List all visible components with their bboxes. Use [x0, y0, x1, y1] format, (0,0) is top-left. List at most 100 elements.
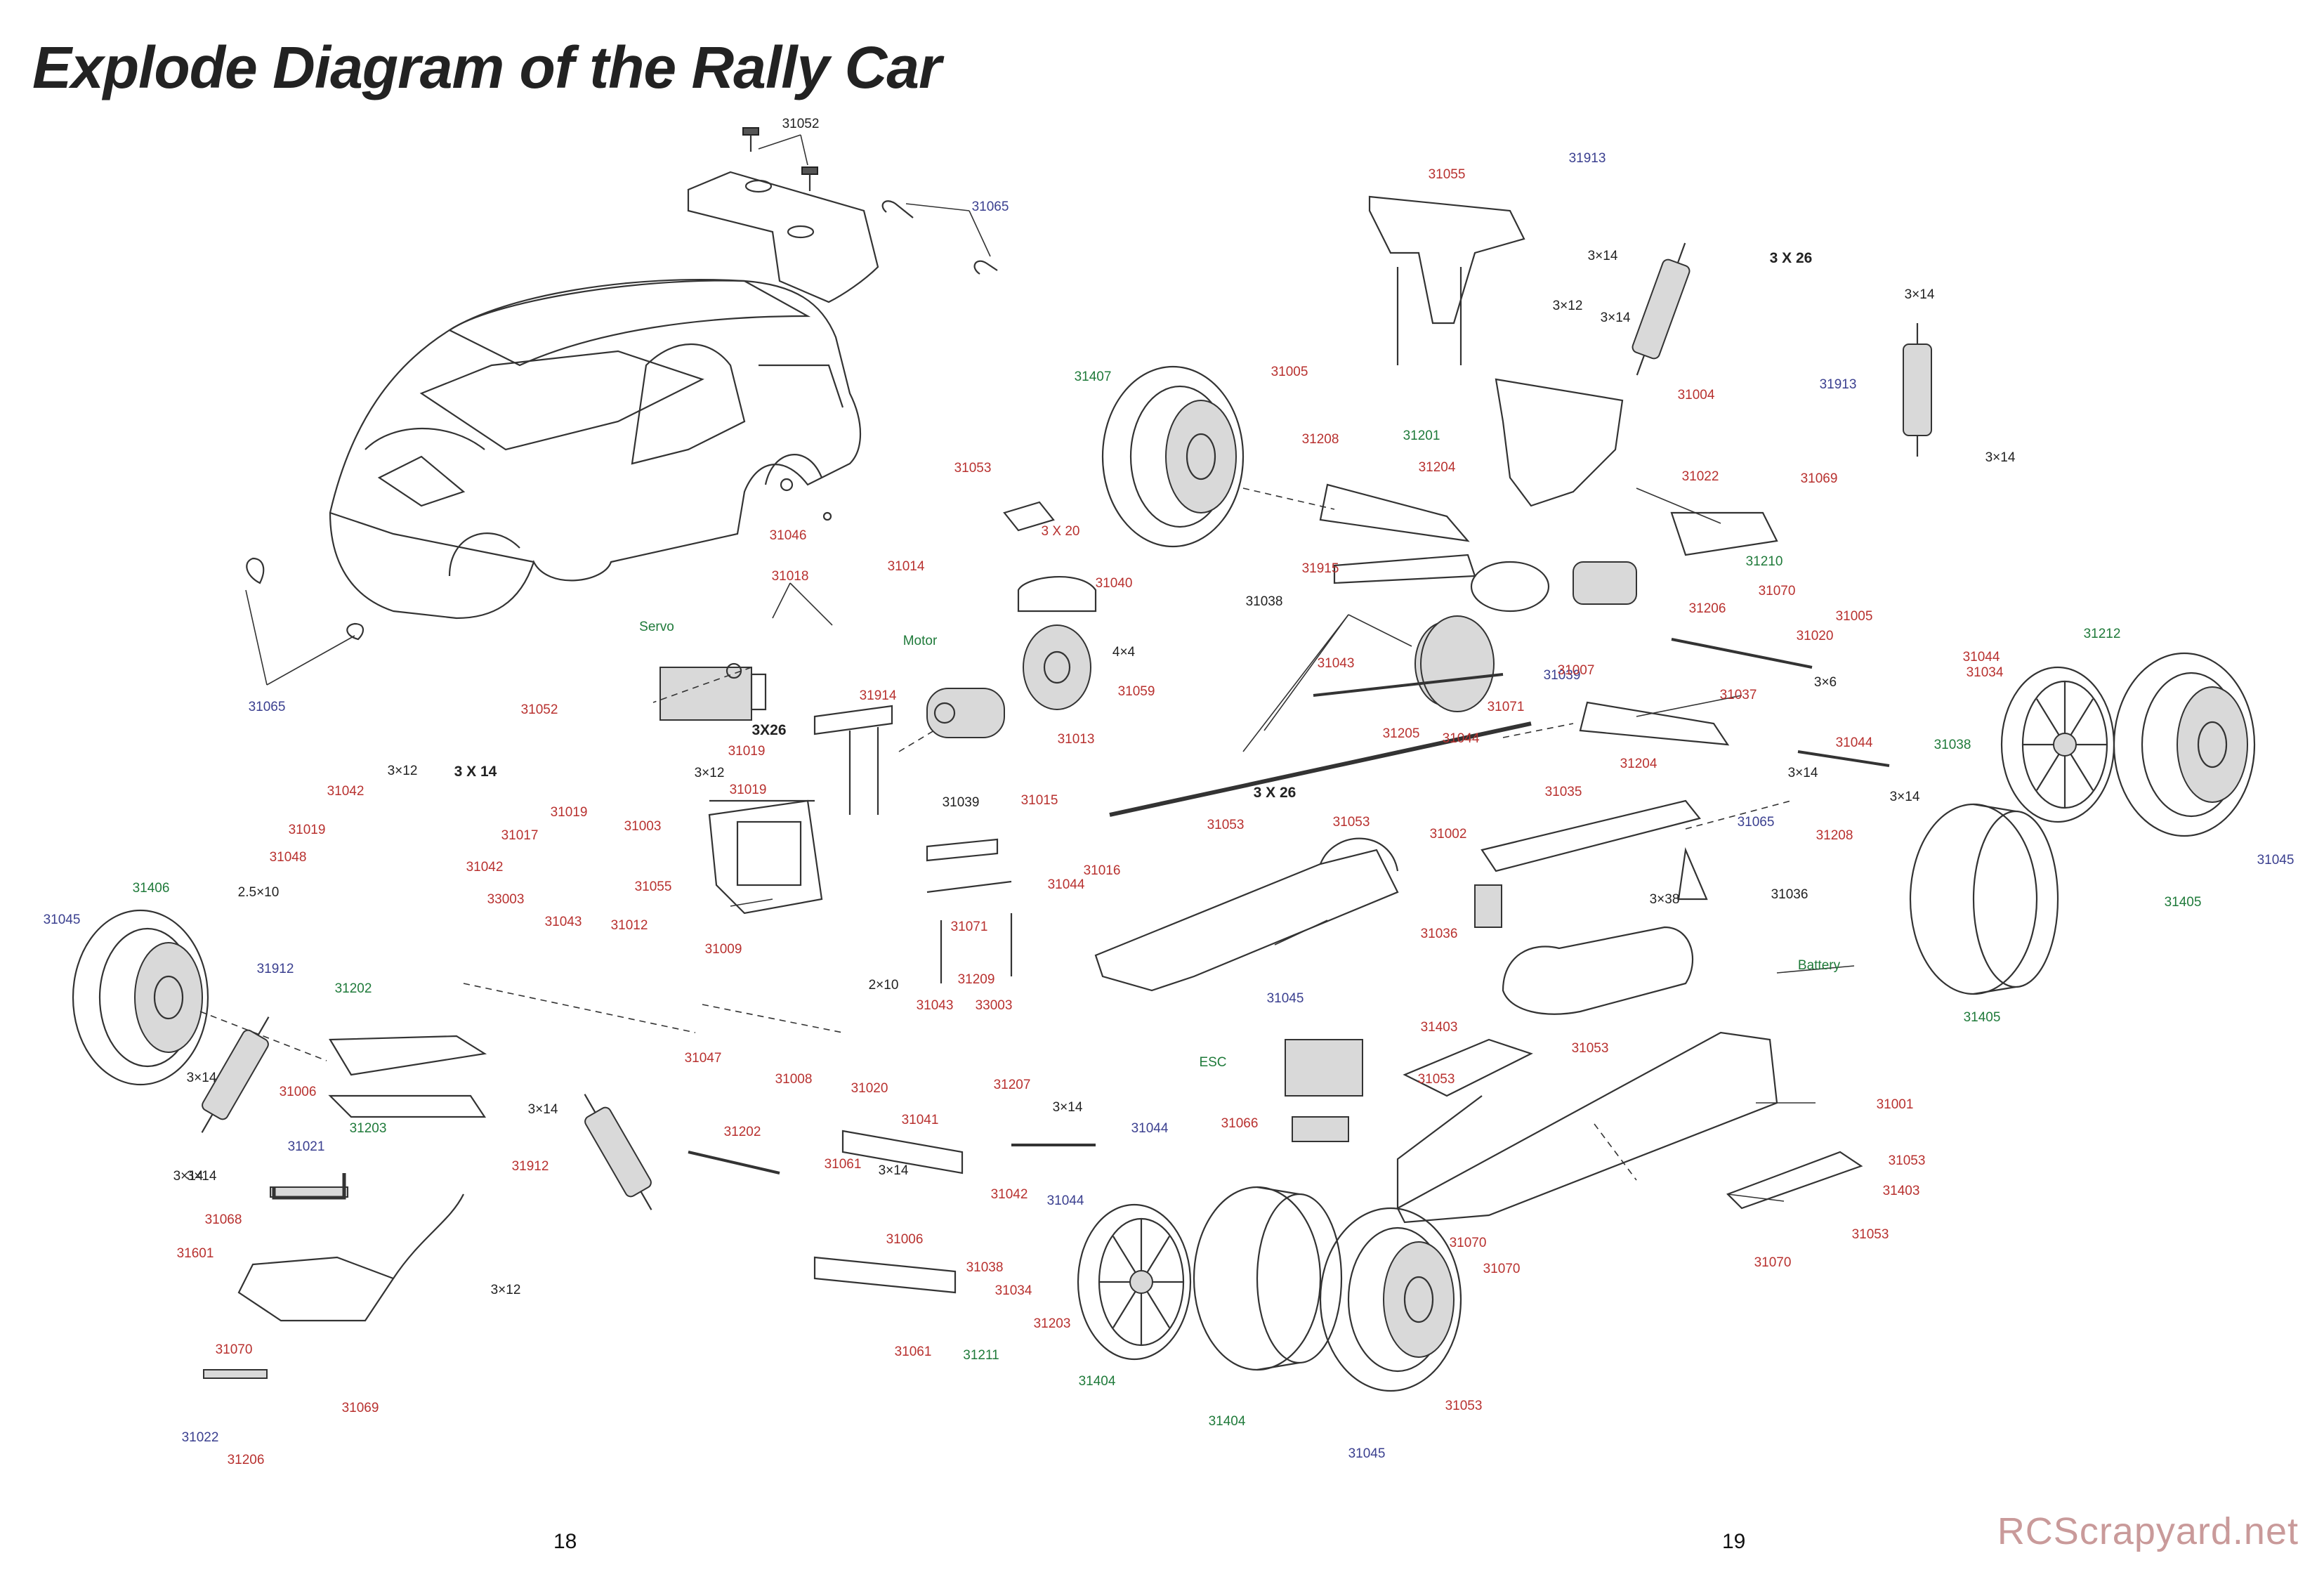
part-label: 31405 [1964, 1010, 2001, 1025]
part-labels: 3105231065310463106531018Servo31052Motor… [44, 117, 2295, 1467]
part-label: 31202 [724, 1125, 761, 1139]
part-label: 31053 [1333, 815, 1370, 830]
part-label: 31912 [512, 1159, 549, 1174]
watermark: RCScrapyard.net [1997, 1510, 2299, 1552]
part-label: Motor [903, 634, 938, 648]
part-label: 31004 [1678, 388, 1715, 403]
part-label: 31912 [257, 962, 294, 976]
part-label: 31206 [228, 1453, 265, 1467]
part-label: 31913 [1569, 151, 1606, 166]
part-label: 31210 [1746, 554, 1783, 569]
part-label: Battery [1798, 958, 1841, 973]
part-label: 31404 [1079, 1374, 1116, 1389]
part-label: 31208 [1302, 432, 1339, 447]
page-title: Explode Diagram of the Rally Car [32, 34, 942, 100]
part-label: 31403 [1421, 1020, 1458, 1035]
part-label: 31066 [1221, 1116, 1259, 1131]
part-label: 31018 [772, 569, 809, 584]
part-label: 31069 [1801, 471, 1838, 486]
part-label: 31053 [1207, 818, 1245, 832]
part-label: 3 X 26 [1254, 785, 1296, 801]
part-label: 31042 [327, 784, 365, 799]
part-label: 31001 [1877, 1097, 1914, 1112]
part-label: 31019 [289, 823, 326, 837]
part-label: 31065 [1738, 815, 1775, 830]
part-label: 31070 [1450, 1236, 1487, 1250]
part-label: 31055 [1429, 167, 1466, 182]
part-label: 31403 [1883, 1184, 1920, 1198]
part-label: 31209 [958, 972, 995, 987]
part-label: 31020 [851, 1081, 888, 1096]
part-label: 31020 [1797, 629, 1834, 643]
part-label: 31044 [1836, 735, 1873, 750]
part-label: 31069 [342, 1401, 379, 1415]
part-label: 31043 [1318, 656, 1355, 671]
front-bumper [203, 1186, 464, 1379]
part-label: 31038 [966, 1260, 1004, 1275]
part-label: 2×10 [869, 978, 899, 993]
part-label: 31404 [1209, 1414, 1246, 1429]
part-label: 3×12 [388, 764, 418, 778]
wheels [72, 365, 2256, 1392]
spur-and-shaft [1109, 561, 1637, 817]
part-label: 31044 [1048, 877, 1085, 892]
part-label: 3X26 [751, 722, 786, 738]
part-label: 31019 [730, 783, 767, 797]
part-label: 3×38 [1650, 892, 1680, 907]
part-label: 3×14 [187, 1169, 217, 1184]
part-label: 3×14 [173, 1169, 204, 1184]
part-label: 31012 [611, 918, 648, 933]
part-label: 31601 [177, 1246, 214, 1261]
part-label: 3 X 26 [1770, 250, 1813, 266]
part-label: 31070 [1759, 584, 1796, 598]
part-label: 31022 [1682, 469, 1719, 484]
part-label: 3×14 [1053, 1100, 1083, 1115]
part-label: 31005 [1271, 365, 1308, 379]
hex-wrench [272, 1173, 346, 1200]
part-label: 31042 [991, 1187, 1028, 1202]
part-label: 31053 [1889, 1153, 1926, 1168]
part-label: 31048 [270, 850, 307, 865]
part-label: 3 X 14 [454, 764, 497, 780]
part-label: 31039 [943, 795, 980, 810]
part-label: 31208 [1816, 828, 1853, 843]
part-label: 31002 [1430, 827, 1467, 842]
part-label: 31059 [1118, 684, 1155, 699]
part-label: 31044 [1131, 1121, 1169, 1136]
part-label: 31038 [1246, 594, 1283, 609]
part-label: 31044 [1443, 731, 1480, 746]
center-spine [1094, 837, 1399, 992]
part-label: 31019 [551, 805, 588, 820]
part-label: 31055 [635, 879, 672, 894]
part-label: 31015 [1021, 793, 1058, 808]
part-label: 31045 [2257, 853, 2295, 868]
part-label: 3×14 [1985, 450, 2016, 465]
part-label: 31017 [501, 828, 539, 843]
part-label: 31006 [886, 1232, 924, 1247]
suspension-arms [328, 483, 1890, 1294]
part-label: 31053 [954, 461, 992, 476]
part-label: 31039 [1544, 668, 1581, 683]
part-label: 31211 [963, 1348, 999, 1363]
part-label: 31044 [1047, 1193, 1084, 1208]
part-label: 31045 [1348, 1446, 1386, 1461]
wing-screws [742, 127, 818, 191]
part-label: 31042 [466, 860, 504, 875]
part-label: 3×6 [1814, 675, 1837, 690]
leader-lines [245, 134, 1855, 1202]
part-label: 31204 [1620, 757, 1657, 771]
part-label: Servo [639, 620, 674, 634]
shocks [201, 242, 1932, 1210]
part-label: 31201 [1403, 428, 1440, 443]
part-label: 31070 [1754, 1255, 1792, 1270]
part-label: 3×14 [1588, 249, 1618, 263]
part-label: 31405 [2165, 895, 2202, 910]
part-label: 31205 [1383, 726, 1420, 741]
part-label: 31007 [1558, 663, 1595, 678]
part-label: 3×14 [528, 1102, 558, 1117]
part-label: 31053 [1572, 1041, 1609, 1056]
part-label: 31038 [1934, 738, 1971, 752]
part-label: 31044 [1963, 650, 2000, 665]
part-label: 31068 [205, 1212, 242, 1227]
